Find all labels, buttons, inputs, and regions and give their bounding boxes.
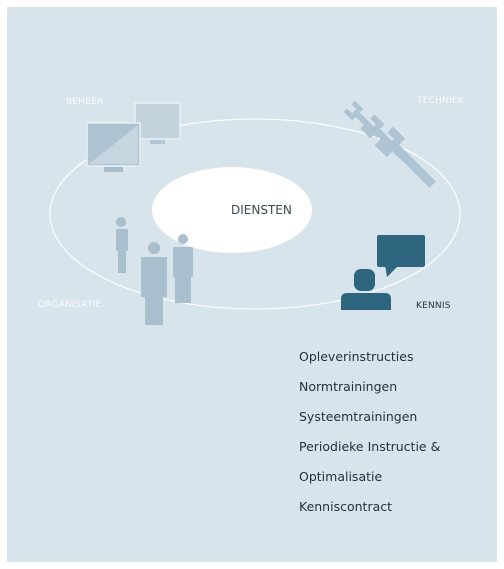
center-label: DIENSTEN: [231, 203, 292, 217]
techniek-label: TECHNIEK: [417, 96, 464, 106]
people-icon: [116, 217, 193, 325]
list-item: Optimalisatie: [299, 469, 383, 484]
person-speech-bubble-icon: [341, 235, 425, 310]
list-item: Opleverinstructies: [299, 349, 414, 364]
services-list: Opleverinstructies Normtrainingen Systee…: [299, 347, 440, 527]
outer-ring: [49, 118, 461, 310]
diagram-canvas: [49, 100, 461, 325]
list-item: Systeemtrainingen: [299, 409, 418, 424]
list-item: Normtrainingen: [299, 379, 398, 394]
monitors-icon: [86, 102, 181, 172]
wrenches-icon: [343, 100, 436, 188]
organisatie-label: ORGANISATIE: [38, 300, 102, 310]
kennis-label: KENNIS: [416, 301, 451, 311]
list-item: Periodieke Instructie &: [299, 439, 441, 454]
center-ellipse: [152, 167, 312, 253]
list-item: Kenniscontract: [299, 499, 393, 514]
diagram-panel: BEHEER TECHNIEK ORGANISATIE KENNIS DIENS…: [7, 7, 497, 562]
beheer-label: BEHEER: [66, 97, 104, 107]
